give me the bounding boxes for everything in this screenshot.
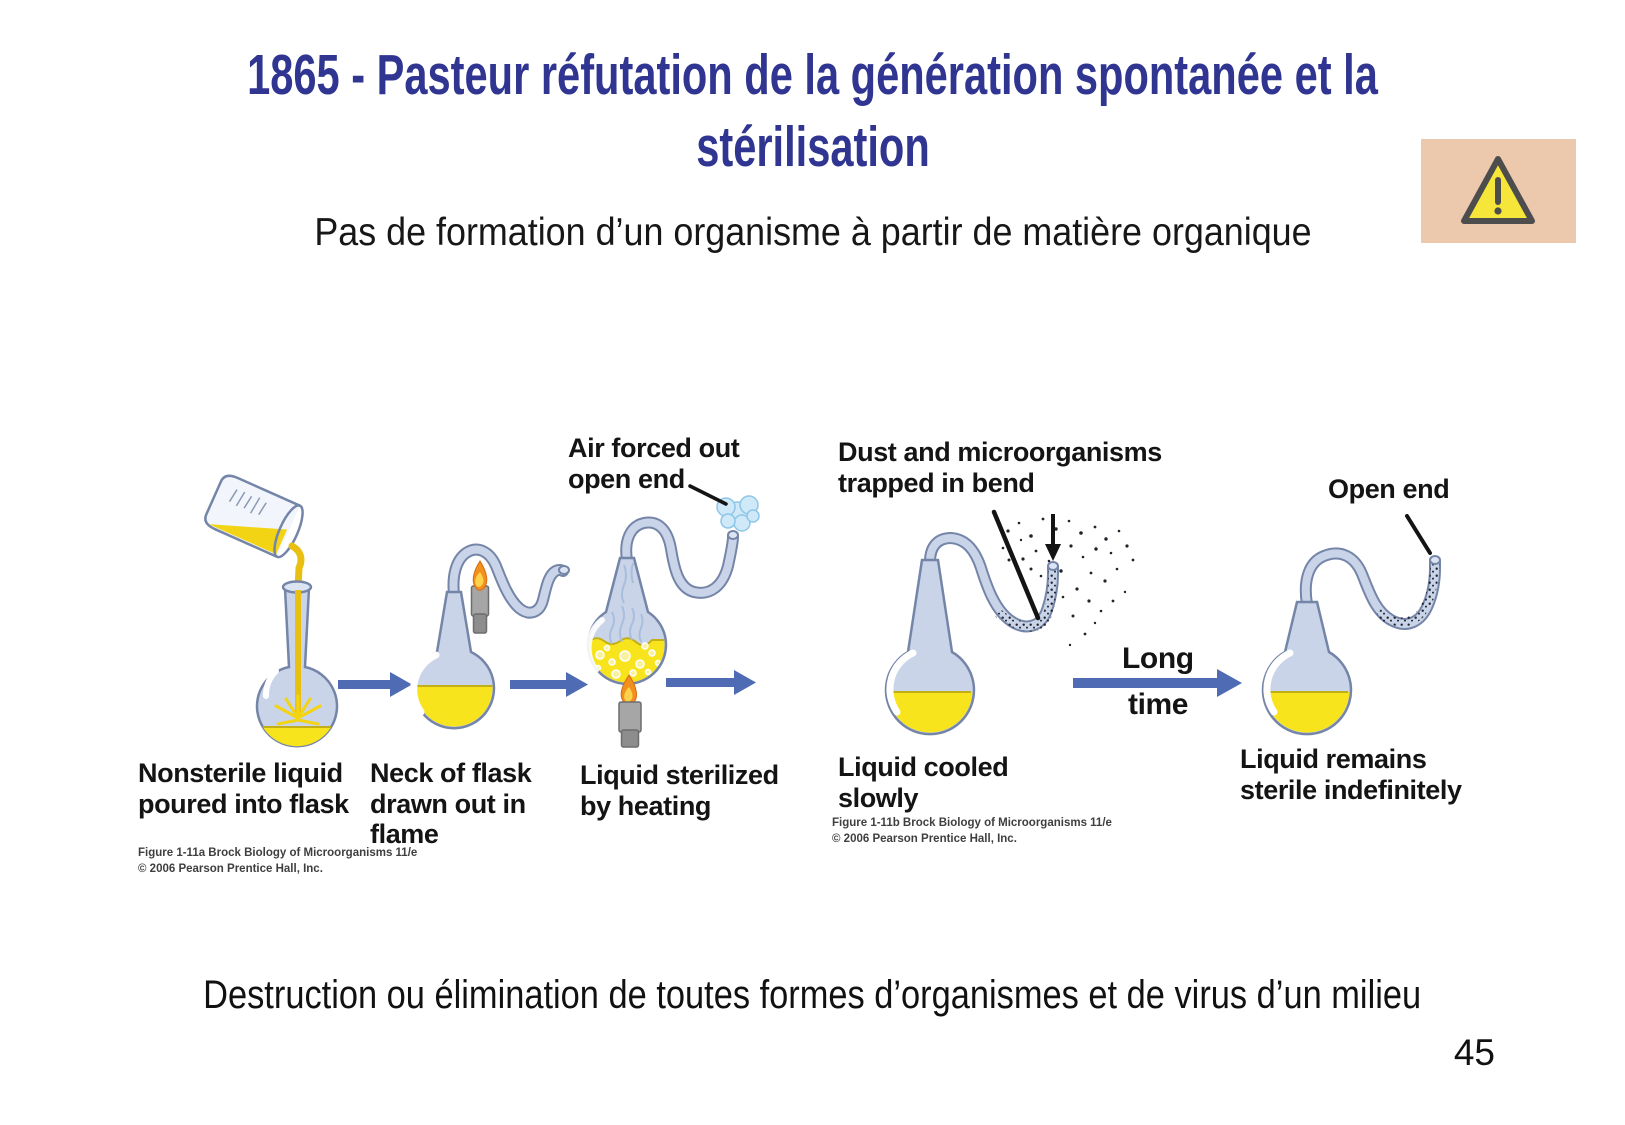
caption-line: Figure 1-11a Brock Biology of Microorgan… (138, 847, 418, 859)
burner-icon (618, 701, 642, 748)
subtitle: Pas de formation d’un organisme à partir… (0, 211, 1625, 255)
bottom-statement: Destruction ou élimination de toutes for… (0, 973, 1625, 1018)
beaker-pouring (204, 474, 305, 716)
label-line: Liquid remains (1240, 744, 1427, 774)
steam-lines (609, 562, 644, 645)
arrow-step-2 (510, 672, 588, 697)
label-dust-trapped: Dust and microorganisms trapped in bend (838, 437, 1162, 498)
page-title-text: 1865 - Pasteur réfutation de la générati… (247, 43, 1378, 107)
label-line: flame (370, 819, 439, 849)
label-neck-drawn: Neck of flask drawn out in flame (370, 758, 532, 850)
label-liquid-remains: Liquid remains sterile indefinitely (1240, 744, 1462, 805)
burner-icon (470, 585, 490, 634)
bubbles (594, 642, 662, 679)
label-time: time (1128, 688, 1188, 722)
label-line: Air forced out (568, 433, 740, 463)
label-line: Neck of flask (370, 758, 532, 788)
pointer-line-dust (991, 509, 1041, 621)
page-title-text: stérilisation (695, 115, 930, 179)
label-line: slowly (838, 782, 919, 813)
label-nonsterile-liquid: Nonsterile liquid poured into flask (138, 758, 349, 819)
page-title-line-2: stérilisation (0, 114, 1625, 180)
subtitle-text: Pas de formation d’un organisme à partir… (313, 211, 1312, 254)
label-open-end: Open end (1328, 474, 1450, 505)
label-line: trapped in bend (838, 467, 1035, 498)
label-line: poured into flask (138, 788, 349, 819)
label-liquid-sterilized: Liquid sterilized by heating (580, 760, 779, 821)
dust-entry-arrow (1045, 514, 1061, 561)
warning-triangle-icon (1421, 139, 1576, 243)
arrow-step-1 (338, 672, 412, 697)
figure-caption-b: Figure 1-11b Brock Biology of Microorgan… (832, 816, 1112, 847)
label-line: Open end (1328, 474, 1450, 504)
label-air-forced-out: Air forced out open end (568, 433, 740, 494)
flask-nonsterile (255, 580, 339, 748)
caption-line: © 2006 Pearson Prentice Hall, Inc. (138, 862, 323, 875)
label-line: Dust and microorganisms (838, 437, 1162, 467)
page-number: 45 (1453, 1032, 1495, 1073)
arrow-step-3 (666, 670, 756, 695)
pointer-line-open-end (688, 484, 728, 506)
splash (274, 694, 322, 726)
label-long: Long (1122, 642, 1194, 676)
flask-neck-drawn (410, 543, 570, 730)
flask-cooled (884, 509, 1135, 736)
flame-icon (620, 674, 637, 706)
label-line: Liquid sterilized (580, 760, 779, 790)
dust-in-bend (1375, 561, 1440, 627)
label-line: Liquid cooled (838, 752, 1009, 782)
label-line: by heating (580, 790, 712, 821)
label-line: Long (1122, 642, 1194, 675)
caption-line: Figure 1-11b Brock Biology of Microorgan… (832, 817, 1112, 829)
label-line: open end (568, 463, 685, 494)
dust-cloud (1001, 517, 1135, 647)
dust-in-bend (995, 569, 1058, 632)
flame-icon (472, 560, 488, 591)
flask-sterilized (585, 484, 760, 748)
figure-caption-a: Figure 1-11a Brock Biology of Microorgan… (138, 846, 417, 877)
label-line: drawn out in (370, 788, 526, 819)
steam-puff (716, 495, 760, 532)
flask-sterile (1261, 514, 1441, 736)
warning-icon (1421, 139, 1576, 243)
label-line: time (1128, 688, 1189, 721)
bottom-statement-text: Destruction ou élimination de toutes for… (203, 973, 1422, 1017)
label-liquid-cooled: Liquid cooled slowly (838, 752, 1009, 813)
page-title-line-1: 1865 - Pasteur réfutation de la générati… (0, 42, 1625, 108)
label-line: sterile indefinitely (1240, 774, 1462, 805)
label-line: Nonsterile liquid (138, 758, 343, 788)
pour-stream (288, 542, 305, 716)
arrow-long-time (1073, 669, 1242, 697)
caption-line: © 2006 Pearson Prentice Hall, Inc. (832, 832, 1017, 845)
pointer-line-open-end (1405, 514, 1432, 555)
